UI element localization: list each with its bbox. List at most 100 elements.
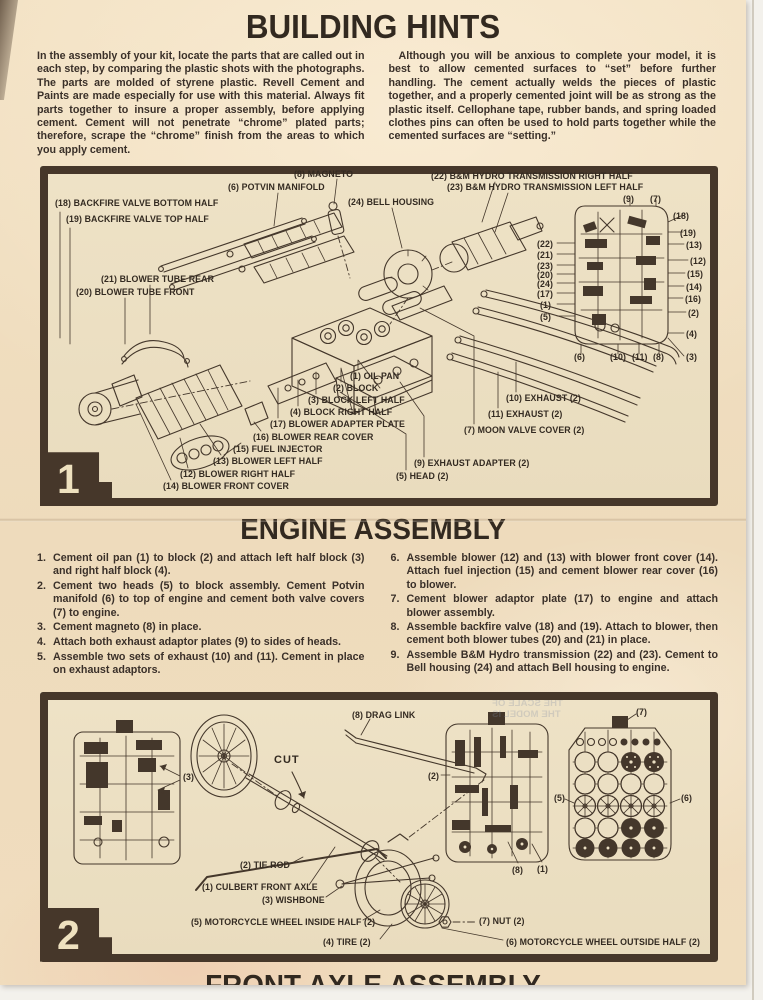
step-number: 5.: [37, 650, 46, 663]
part-label: (20): [537, 270, 554, 281]
assembly-step: 4. Attach both exhaust adaptor plates (9)…: [37, 636, 365, 649]
part-label: (7) NUT (2): [479, 915, 525, 926]
part-label: (5) HEAD (2): [396, 471, 449, 482]
part-label: (3) WISHBONE: [262, 894, 325, 905]
part-label: (17) BLOWER ADAPTER PLATE: [270, 419, 405, 430]
part-label: (8) DRAG LINK: [352, 709, 416, 720]
step-number: 7.: [390, 593, 400, 606]
part-label: (8): [512, 864, 524, 875]
part-label: (10): [610, 352, 627, 363]
part-label: (12): [690, 256, 707, 267]
instruction-sheet-page: BUILDING HINTS In the assembly of your k…: [0, 0, 746, 985]
part-label: (11): [632, 352, 648, 363]
badge-number: 2: [57, 911, 80, 958]
part-label: (20) BLOWER TUBE FRONT: [76, 287, 195, 298]
step-text: Attach both exhaust adaptor plates (9) t…: [53, 635, 342, 648]
step-text: Cement blower adaptor plate (17) to engi…: [406, 593, 719, 619]
assembly-step: 7. Cement blower adaptor plate (17) to en…: [391, 593, 719, 619]
part-label: (17): [537, 289, 554, 300]
part-label: (1) CULBERT FRONT AXLE: [202, 881, 318, 892]
part-label: (21) BLOWER TUBE REAR: [101, 274, 215, 285]
engine-steps-left: 1. Cement oil pan (1) to block (2) and at…: [37, 552, 365, 678]
part-label: (4) TIRE (2): [323, 936, 371, 947]
engine-assembly-section: ENGINE ASSEMBLY 1. Cement oil pan (1) to …: [0, 514, 746, 678]
intro-section: In the assembly of your kit, locate the …: [0, 45, 746, 157]
assembly-step: 1. Cement oil pan (1) to block (2) and at…: [37, 552, 365, 578]
assembly-step: 5. Assemble two sets of exhaust (10) and …: [37, 651, 365, 677]
step-number: 1.: [37, 552, 46, 565]
paper-fold-crease: [0, 518, 746, 522]
step-text: Cement oil pan (1) to block (2) and atta…: [53, 552, 365, 578]
part-label: (6) MOTORCYCLE WHEEL OUTSIDE HALF (2): [506, 936, 700, 947]
intro-paragraph-right: Although you will be anxious to complete…: [388, 50, 717, 143]
part-label: (14) BLOWER FRONT COVER: [163, 481, 289, 492]
part-label: (12) BLOWER RIGHT HALF: [180, 469, 296, 480]
part-label: (6): [681, 792, 693, 803]
part-label: (4) BLOCK RIGHT HALF: [290, 407, 393, 418]
part-label: (5) MOTORCYCLE WHEEL INSIDE HALF (2): [191, 916, 376, 927]
engine-exploded-drawing: [59, 178, 689, 481]
assembly-step: 3. Cement magneto (8) in place.: [37, 621, 365, 634]
part-label: (18): [673, 211, 690, 222]
part-label: (19): [680, 228, 697, 239]
part-label: (6): [574, 352, 586, 363]
assembly-step: 2.Cement two heads (5) to block assembly…: [37, 580, 365, 620]
step-number: 4.: [37, 635, 46, 648]
step-text: Cement magneto (8) in place.: [53, 621, 202, 634]
part-label: (1): [537, 863, 549, 874]
part-label: (2): [428, 770, 440, 781]
front-axle-drawing: [73, 711, 681, 940]
part-label: (14): [686, 282, 703, 293]
engine-diagram-box: (18) BACKFIRE VALVE BOTTOM HALF (19) BACK…: [40, 166, 718, 507]
part-label: (24): [537, 279, 554, 290]
part-label: (7) MOON VALVE COVER (2): [464, 425, 585, 436]
step-number: 6.: [390, 552, 400, 565]
step-text: Assemble blower (12) and (13) with blowe…: [406, 552, 719, 591]
part-label: (5): [554, 792, 566, 803]
part-label: (16): [685, 294, 702, 305]
badge-number: 1: [57, 456, 80, 503]
assembly-step: 9.Assemble B&M Hydro transmission (22) a…: [391, 649, 719, 675]
part-label: (8): [653, 352, 665, 363]
part-label: (6) POTVIN MANIFOLD: [228, 182, 325, 193]
part-label: (10) EXHAUST (2): [506, 393, 581, 404]
ghost-showthrough-text: THE SCALE OF: [492, 697, 563, 709]
part-label: (18) BACKFIRE VALVE BOTTOM HALF: [55, 198, 219, 209]
part-label: (11) EXHAUST (2): [488, 409, 563, 420]
part-label: (8) MAGNETO: [294, 169, 354, 180]
assembly-step: 6. Assemble blower (12) and (13) with blo…: [391, 552, 719, 592]
intro-paragraph-left: In the assembly of your kit, locate the …: [37, 50, 365, 156]
front-axle-assembly-section: FRONT AXLE ASSEMBLY 1.Culbert front axle…: [0, 970, 746, 985]
part-label: (4): [686, 329, 698, 340]
part-label: (3): [686, 352, 698, 363]
engine-assembly-heading: ENGINE ASSEMBLY: [240, 514, 506, 547]
step-text: Assemble two sets of exhaust (10) and (1…: [53, 650, 365, 676]
part-label: (21): [537, 250, 554, 261]
step-number: 3.: [37, 621, 46, 634]
part-label: (9): [623, 194, 635, 205]
part-label: (15): [687, 269, 704, 280]
front-axle-assembly-heading: FRONT AXLE ASSEMBLY: [15, 970, 731, 985]
part-label: (3): [183, 771, 195, 782]
step-number: 2.: [37, 580, 46, 593]
part-label: (7): [650, 194, 662, 205]
front-axle-diagram-box: (8) DRAG LINK CUT (3) (2) TIE ROD (1) CULBER…: [40, 691, 718, 962]
part-label: (13): [686, 240, 703, 251]
part-label: (9) EXHAUST ADAPTER (2): [414, 458, 530, 469]
step-number: 8.: [390, 621, 400, 634]
part-label: (2) TIE ROD: [240, 859, 290, 870]
part-label: (3) BLOCK LEFT HALF: [308, 395, 405, 406]
assembly-step: 8.Assemble backfire valve (18) and (19).…: [391, 621, 719, 647]
part-label: (1) OIL PAN: [350, 371, 400, 382]
engine-steps-right: 6. Assemble blower (12) and (13) with blo…: [391, 552, 719, 678]
part-label: (19) BACKFIRE VALVE TOP HALF: [66, 214, 209, 225]
part-label: (7): [636, 706, 648, 717]
part-label: (22): [537, 239, 554, 250]
part-label: (1): [540, 300, 552, 311]
part-label: (23) B&M HYDRO TRANSMISSION LEFT HALF: [447, 182, 644, 193]
part-label: CUT: [274, 753, 300, 766]
scan-edge-line: [752, 0, 754, 1000]
step-text: Assemble B&M Hydro transmission (22) and…: [406, 649, 719, 675]
part-label: (16) BLOWER REAR COVER: [253, 432, 374, 443]
